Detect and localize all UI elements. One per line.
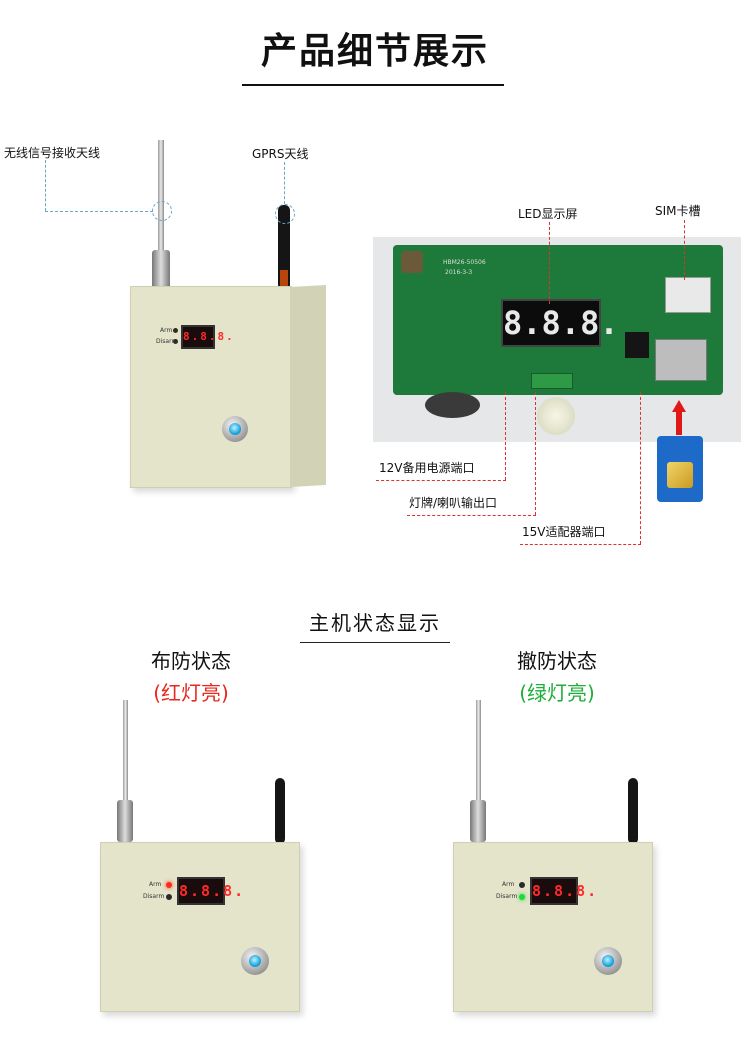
pcb-date-text: 2016-3-3	[445, 269, 473, 276]
callout-line-adapter-v	[640, 392, 641, 544]
alarm-host-box	[130, 286, 292, 488]
callout-line-lighthorn-v	[535, 392, 536, 515]
disarmed-host-image: Arm Disarm 8.8.8.	[448, 700, 658, 1020]
pcb-component-block	[401, 251, 423, 273]
antenna-base	[117, 800, 133, 842]
callout-wireless-antenna: 无线信号接收天线	[4, 146, 101, 160]
disarm-indicator	[173, 339, 178, 344]
up-arrow-icon	[672, 400, 686, 412]
disarm-label: Disarm	[156, 338, 178, 345]
arm-label: Arm	[149, 881, 162, 888]
arm-label: Arm	[160, 327, 173, 334]
button-light-icon	[602, 955, 614, 967]
callout-circle-gprs	[275, 204, 295, 224]
disarmed-state-note: (绿灯亮)	[519, 681, 595, 705]
buzzer	[425, 392, 480, 418]
arm-button[interactable]	[241, 947, 269, 975]
callout-gprs-antenna: GPRS天线	[252, 147, 309, 161]
callout-sim-slot: SIM卡槽	[655, 204, 701, 218]
pcb-model-text: HBM26-50506	[443, 259, 486, 266]
callout-line-adapter-h	[520, 544, 641, 545]
armed-state-title: 布防状态	[151, 649, 231, 673]
disarm-label: Disarm	[496, 893, 518, 900]
status-section-title: 主机状态显示	[309, 611, 441, 635]
led-display: 8.8.8.	[530, 877, 596, 905]
callout-light-horn: 灯牌/喇叭输出口	[409, 496, 498, 510]
terminal-block	[531, 373, 573, 389]
status-section-underline	[300, 642, 450, 643]
gprs-antenna	[275, 778, 285, 844]
callout-line-wireless-h	[45, 211, 153, 212]
title-underline	[242, 84, 504, 86]
callout-line-led	[549, 222, 550, 304]
callout-adapter: 15V适配器端口	[522, 525, 606, 539]
gprs-antenna	[278, 205, 290, 290]
product-main-image: Arm Disarm 8.8.8.	[0, 100, 370, 520]
callout-line-wireless	[45, 160, 46, 211]
sim-card-icon	[657, 436, 703, 502]
disarmed-state-title: 撤防状态	[517, 649, 597, 673]
gsm-module	[665, 277, 711, 313]
arm-indicator-off	[519, 882, 525, 888]
disarm-label: Disarm	[143, 893, 165, 900]
callout-line-sim	[684, 220, 685, 280]
alarm-host-box	[453, 842, 653, 1012]
button-light-icon	[249, 955, 261, 967]
callout-led-display: LED显示屏	[518, 207, 578, 221]
led-display: 8.8.8.	[177, 877, 243, 905]
disarm-indicator-green	[519, 894, 525, 900]
page-title: 产品细节展示	[260, 31, 489, 72]
callout-backup-power: 12V备用电源端口	[379, 461, 475, 475]
gprs-antenna	[628, 778, 638, 844]
arm-indicator-red	[166, 882, 172, 888]
callout-line-lighthorn-h	[407, 515, 536, 516]
antenna-base	[152, 250, 170, 290]
sim-chip-icon	[667, 462, 693, 488]
sim-holder	[655, 339, 707, 381]
whip-antenna	[476, 700, 481, 810]
callout-circle-wireless	[152, 201, 172, 221]
disarm-indicator-off	[166, 894, 172, 900]
callout-line-gprs	[284, 162, 285, 204]
callout-line-backup-v	[505, 392, 506, 480]
alarm-host-box	[100, 842, 300, 1012]
gprs-antenna-collar	[280, 270, 288, 288]
antenna-base	[470, 800, 486, 842]
pcb-led-display: 8.8.8.	[501, 299, 619, 347]
armed-host-image: Arm Disarm 8.8.8.	[95, 700, 305, 1020]
arm-button[interactable]	[222, 416, 248, 442]
led-display: 8.8.8.	[181, 325, 233, 349]
callout-line-backup-h	[376, 480, 506, 481]
alarm-host-box-side	[290, 285, 326, 487]
black-chip	[625, 332, 649, 358]
whip-antenna	[158, 140, 164, 320]
arm-indicator	[173, 328, 178, 333]
button-light-icon	[229, 423, 241, 435]
whip-antenna	[123, 700, 128, 810]
arrow-shaft	[676, 411, 682, 435]
armed-state-note: (红灯亮)	[153, 681, 229, 705]
arm-button[interactable]	[594, 947, 622, 975]
speaker	[537, 397, 575, 435]
arm-label: Arm	[502, 881, 515, 888]
